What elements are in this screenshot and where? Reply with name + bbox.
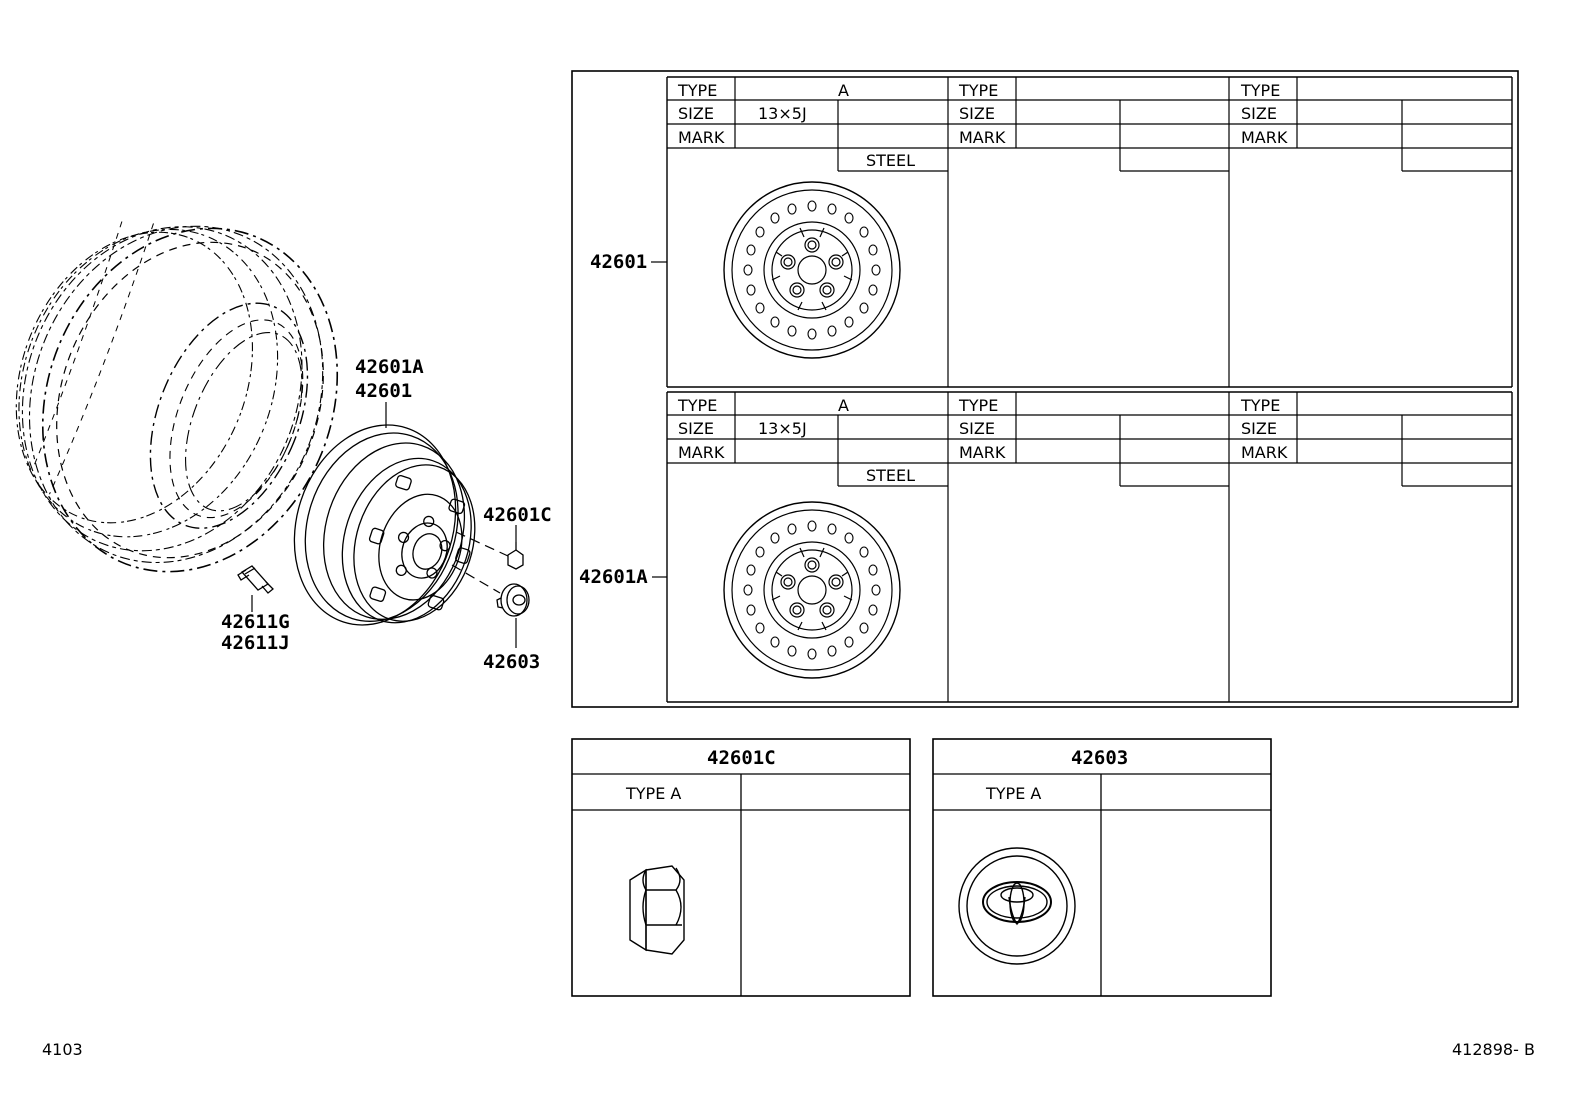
type-label: TYPE [1240,396,1280,415]
wheel-illustration [293,424,476,626]
row-label-42601: 42601 [590,251,647,273]
cap-box-title: 42603 [1071,747,1128,769]
mark-label: MARK [959,128,1006,147]
callout-42601a: 42601A [355,356,424,378]
nut-box-type-label: TYPE A [625,784,681,803]
spec-table-frame [571,70,1519,708]
tire-illustration [15,221,339,573]
cap-box-type-label: TYPE A [985,784,1041,803]
callout-42601: 42601 [355,380,412,402]
callout-42601c: 42601C [483,504,552,526]
size-label: SIZE [1241,104,1277,123]
mark-label: MARK [678,443,725,462]
spec-block-42601 [666,76,1513,388]
mark-label: MARK [678,128,725,147]
size-value: 13×5J [758,419,807,438]
wheel-face-drawing-42601a [723,501,901,679]
size-label: SIZE [959,419,995,438]
type-value: A [838,81,849,100]
type-label: TYPE [1240,81,1280,100]
spec-block-42601-text: TYPE A SIZE 13×5J MARK STEEL TYPE SIZE M… [677,81,1288,170]
lug-nut-drawing [629,865,685,955]
footer-right-code: 412898- B [1452,1040,1535,1059]
type-label: TYPE [958,81,998,100]
type-value: A [838,396,849,415]
center-cap-drawing [958,847,1076,965]
row-label-42601a: 42601A [579,566,648,588]
wheel-face-drawing-42601 [723,181,901,359]
callout-leaders [251,402,517,648]
size-value: 13×5J [758,104,807,123]
dashed-leader-lines [451,531,509,594]
mark-label: MARK [1241,443,1288,462]
size-label: SIZE [678,419,714,438]
center-cap-small-illustration [496,583,530,617]
callout-42611g: 42611G [221,611,290,633]
material-value: STEEL [866,151,915,170]
mark-label: MARK [1241,128,1288,147]
cap-box [932,738,1272,997]
spec-block-42601a-text: TYPE A SIZE 13×5J MARK STEEL TYPE SIZE M… [677,396,1288,485]
callout-42611j: 42611J [221,632,290,654]
mark-label: MARK [959,443,1006,462]
type-label: TYPE [677,81,717,100]
nut-box-title: 42601C [707,747,776,769]
type-label: TYPE [677,396,717,415]
material-value: STEEL [866,466,915,485]
lug-nut-small-illustration [507,542,524,570]
size-label: SIZE [1241,419,1277,438]
size-label: SIZE [959,104,995,123]
footer-left-code: 4103 [42,1040,83,1059]
callout-42603: 42603 [483,651,540,673]
valve-stem-illustration [237,565,274,594]
type-label: TYPE [958,396,998,415]
nut-box [571,738,911,997]
size-label: SIZE [678,104,714,123]
